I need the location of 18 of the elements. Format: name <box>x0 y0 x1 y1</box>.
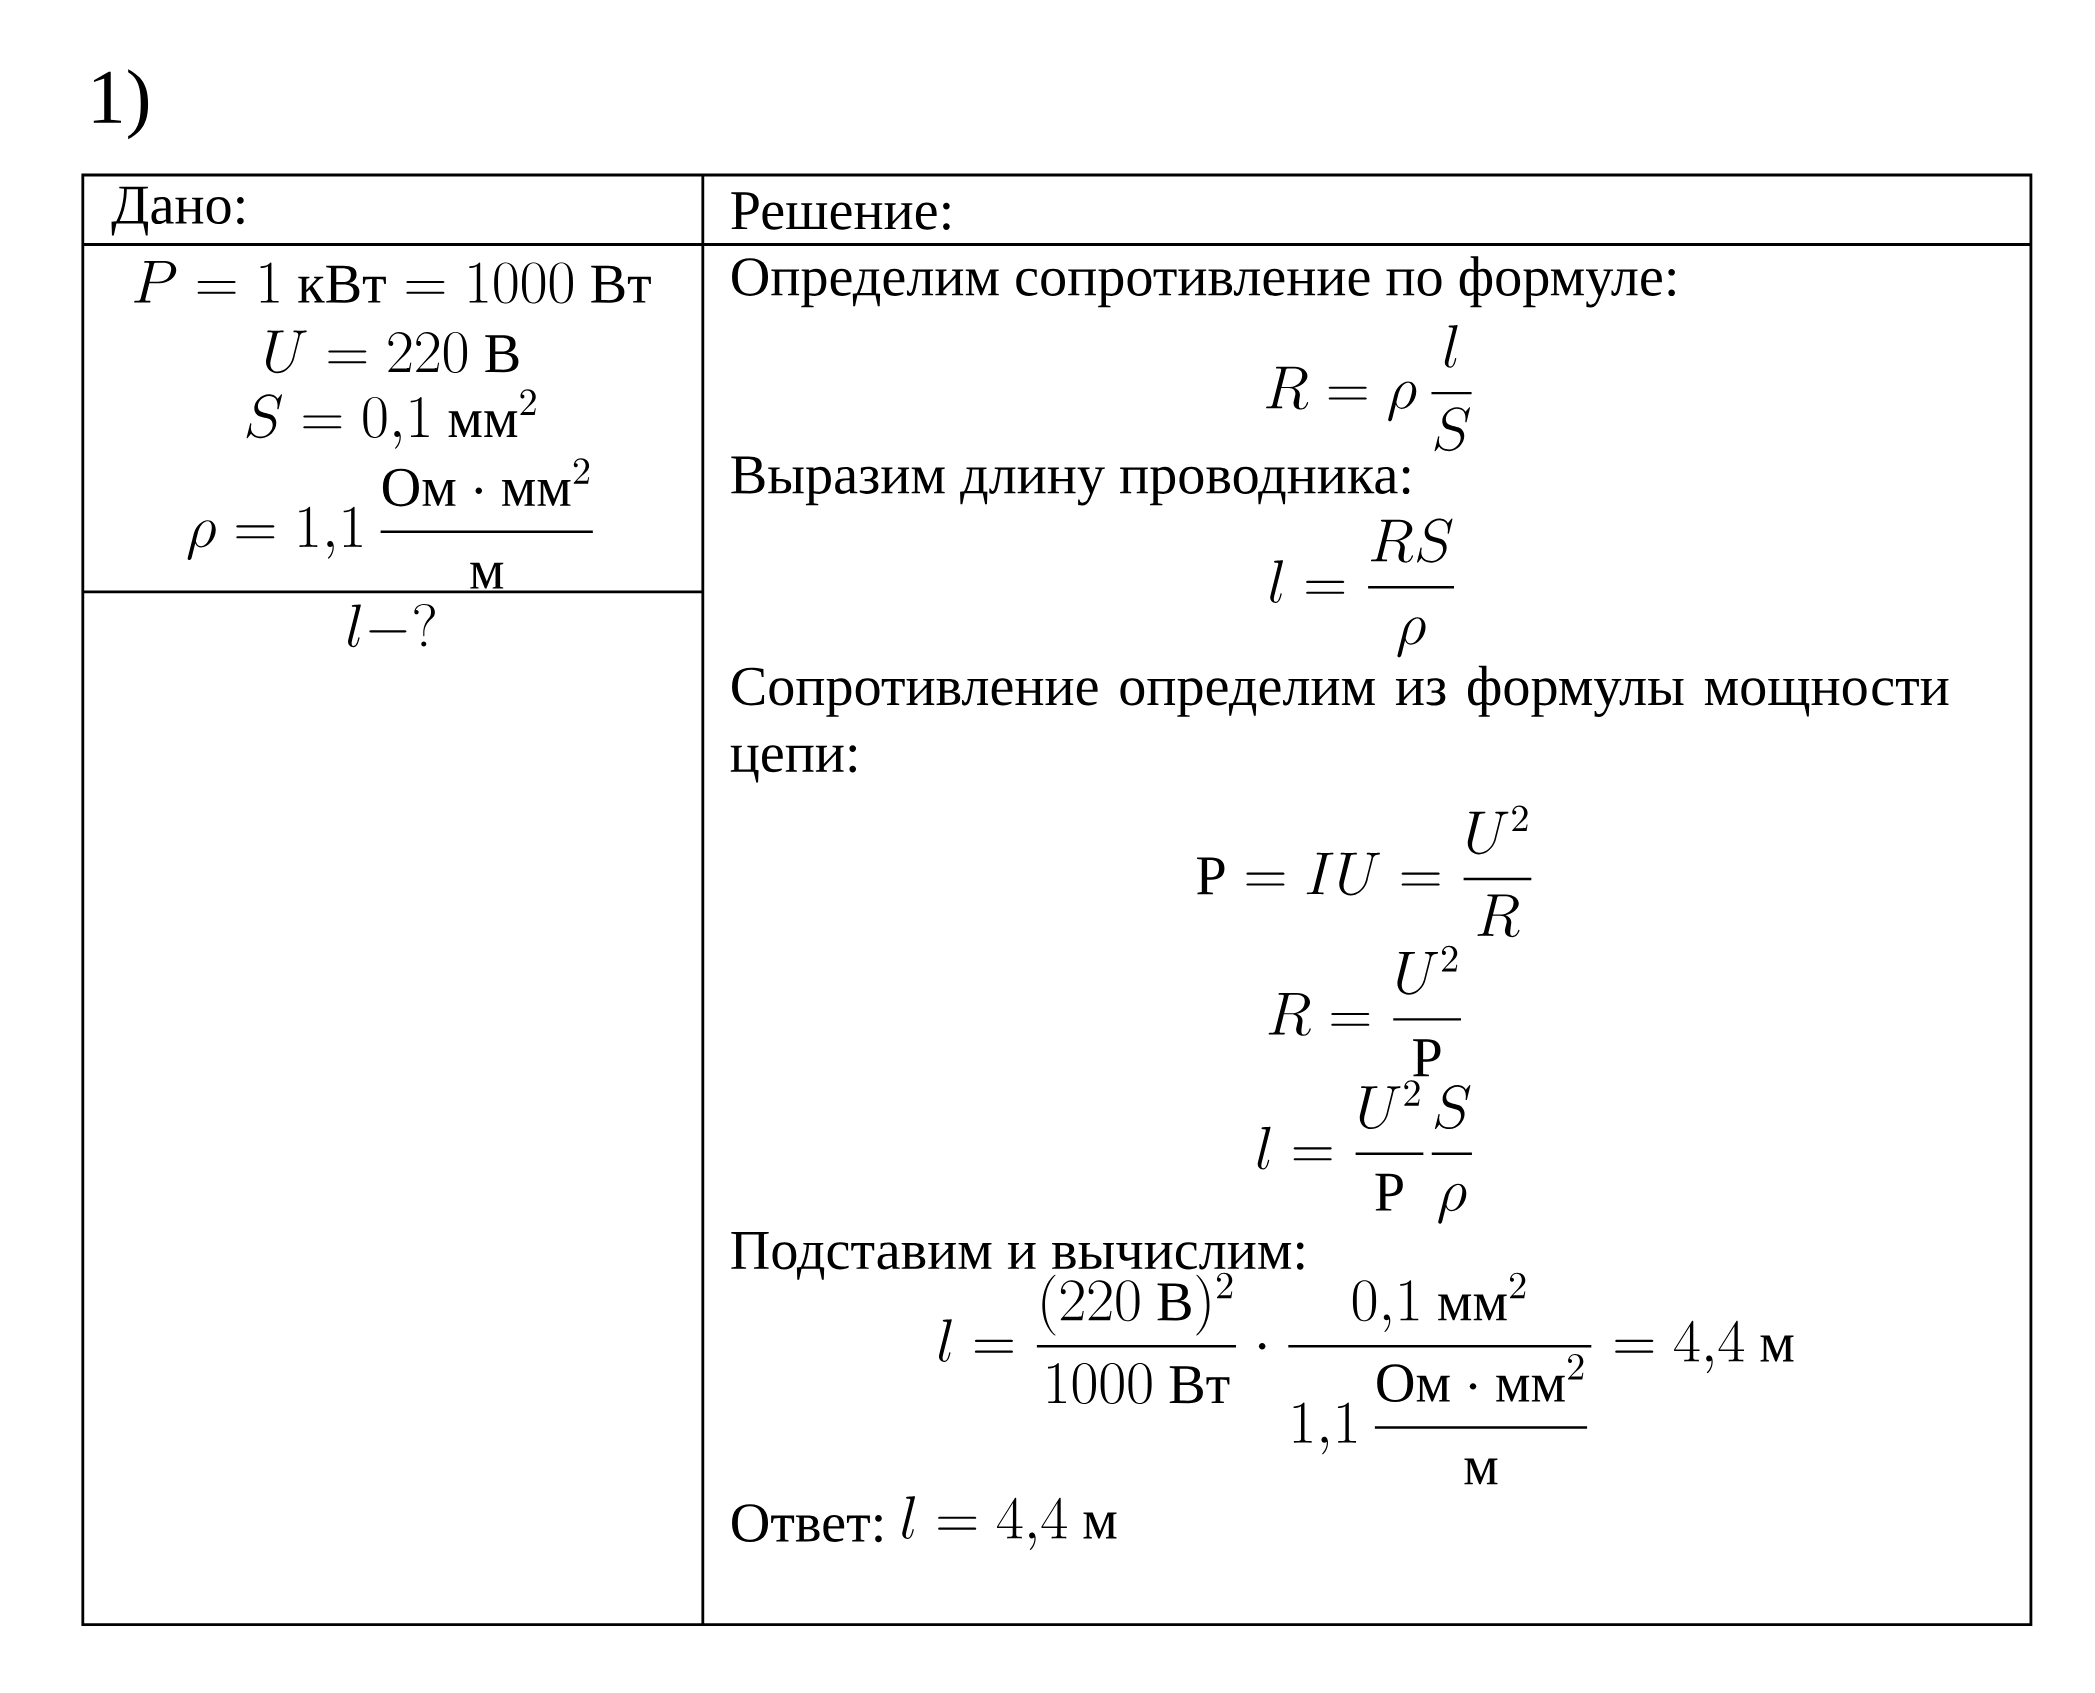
formula: $S = 0{,}1\text{ мм}^2$ <box>246 389 536 449</box>
formula: $l = 4{,}4\text{ м}$ <box>902 1496 1117 1551</box>
formula: $P = 1\text{ кВт} = 1000\text{ Вт}$ <box>134 261 651 304</box>
formula: $\text{P} = IU = \dfrac{U^2}{R}$ <box>1197 805 1532 938</box>
text-line: Выразим длину проводника: <box>731 456 1410 506</box>
text-line: Дано: <box>111 186 244 236</box>
text-line: Ответ: <box>732 1504 882 1543</box>
text-line: Сопротивление определим из формулы мощности цепи: <box>730 665 1949 783</box>
text-line: Определим сопротивление по формуле: <box>732 256 1675 308</box>
formula: $\rho = 1{,}1\,\dfrac{\text{Ом}\cdot\text{мм}^2}{\text{м}}$ <box>187 458 593 589</box>
text-line: Решение: <box>731 192 950 230</box>
formula: $l = \dfrac{U^2}{\text{P}}\dfrac{S}{\rho}$ <box>1257 1080 1472 1224</box>
formula: $l{-}?$ <box>348 603 435 648</box>
formula: $l = \dfrac{RS}{\rho}$ <box>1270 518 1454 658</box>
formula: $R = \dfrac{U^2}{\text{P}}$ <box>1268 945 1461 1077</box>
text-line: 1) <box>93 69 149 140</box>
formula: $U = 220\text{ В}$ <box>266 330 519 374</box>
formula: $R = \rho\,\dfrac{l}{S}$ <box>1266 325 1472 452</box>
